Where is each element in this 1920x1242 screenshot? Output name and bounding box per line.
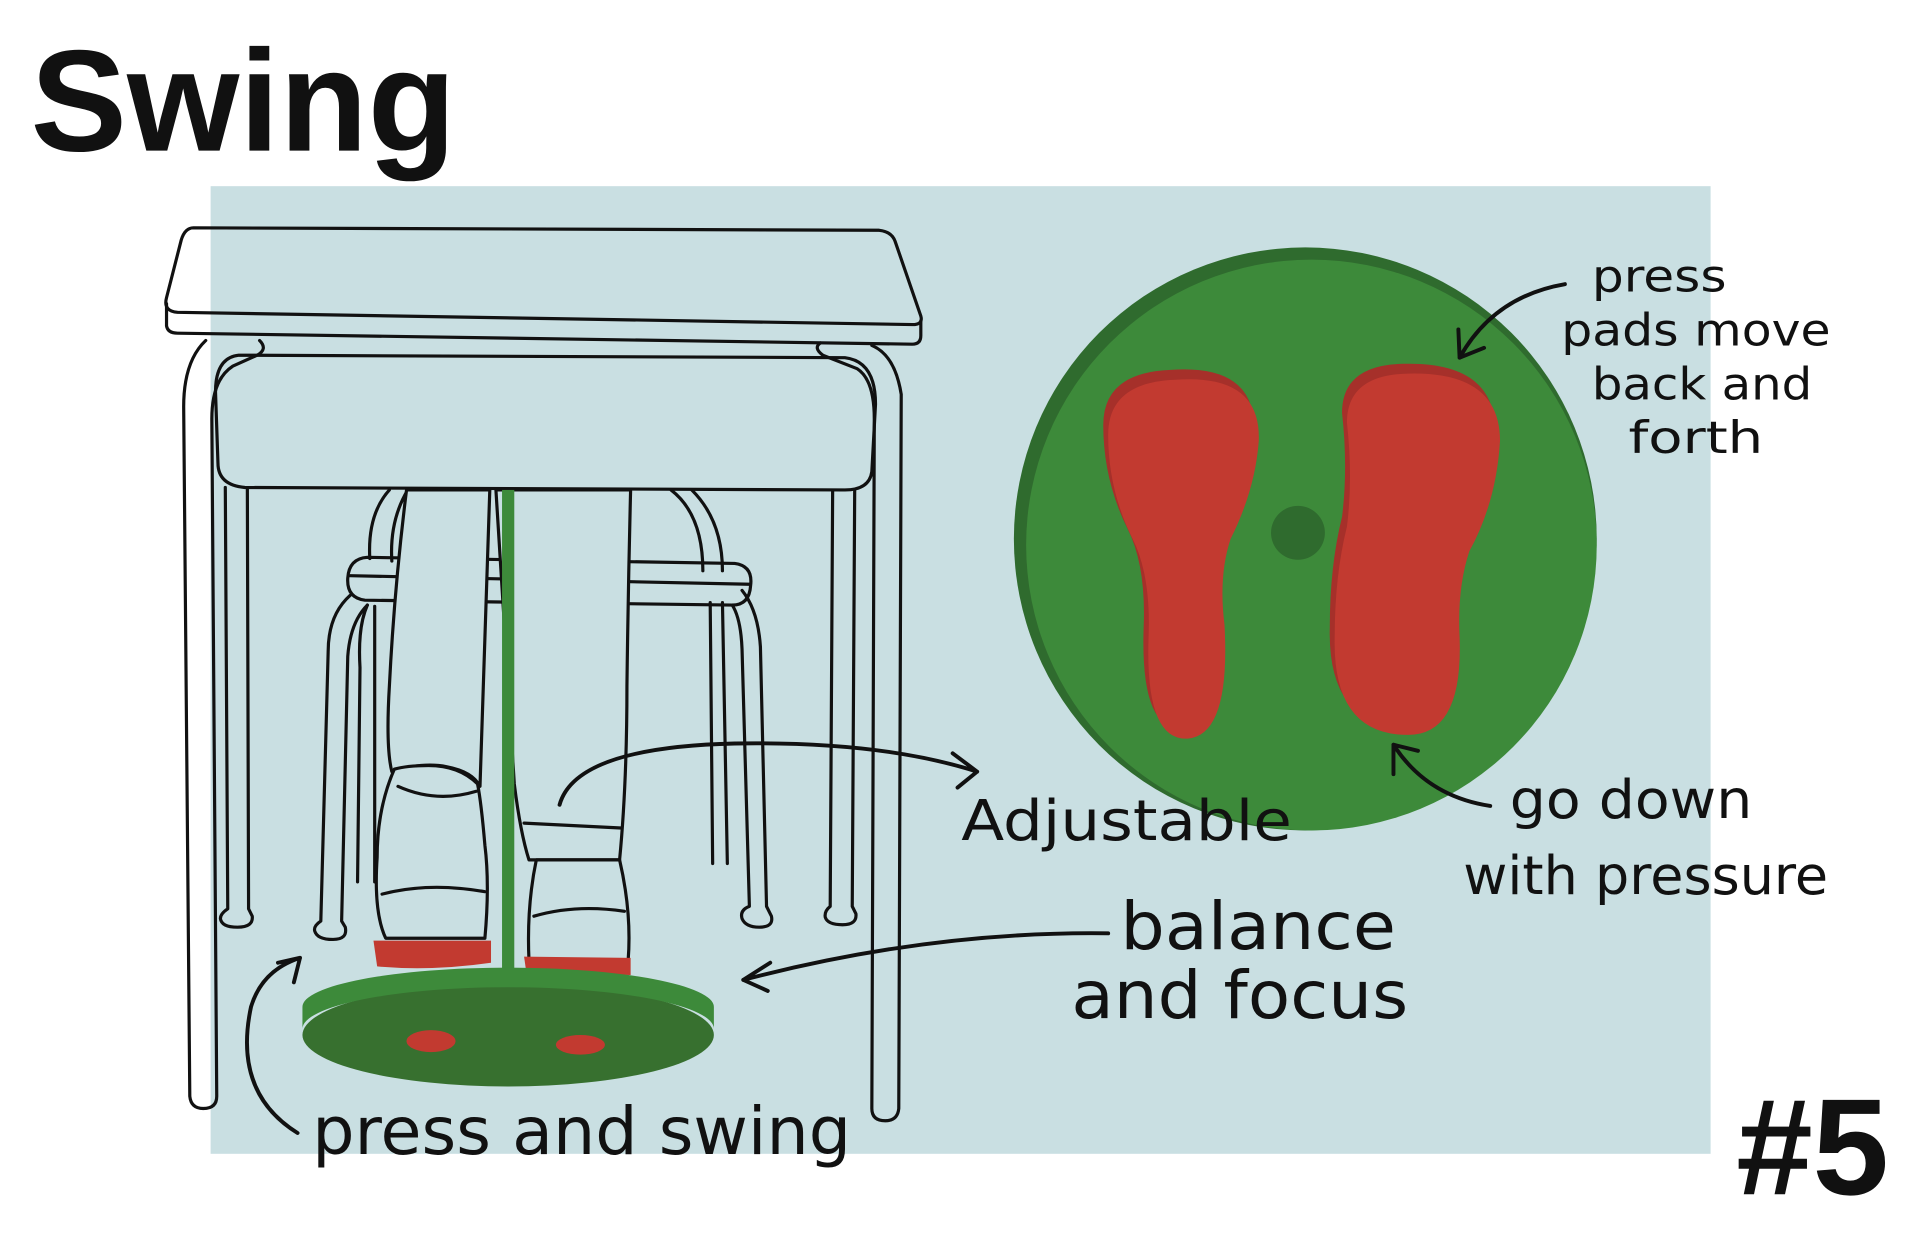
disc-center-pivot [1271,505,1325,560]
right-foot-detail [532,906,627,918]
annotation-line: forth [1629,413,1764,464]
balance-board-red-dot-right [555,1035,605,1055]
right-foot-pad [1334,373,1500,735]
chair-leg-left [312,593,369,942]
page-title: Swing [31,20,456,182]
chair-leg-left-inner [355,603,377,884]
left-shoe-pad [373,940,492,969]
annotation-line: go down [1510,768,1752,831]
right-pant-leg [494,488,633,862]
annotation-line: balance [1120,888,1396,965]
chair-back-post-right [669,488,725,573]
balance-board-body [302,983,714,1087]
annotation-line: pads move [1561,305,1830,356]
chair-leg-right [730,588,774,929]
desk-back-leg-left [218,485,254,929]
arrow-press-pads [1456,282,1567,360]
annotation-line: back and [1592,359,1812,410]
adjustable-rod [502,489,515,975]
right-pant-cuff [522,821,623,830]
left-sock-cuff [380,784,487,896]
annotation-line: press [1592,252,1727,303]
annotation-line: with pressure [1463,844,1828,907]
annotation-press-and-swing: press and swing [312,1093,851,1170]
arrow-adjustable [557,741,980,807]
annotation-balance: balance and focus [1071,888,1408,1034]
arrow-press-and-swing [245,955,302,1135]
left-pant-leg [386,488,492,788]
desk-sketch [164,226,923,1123]
annotation-adjustable: Adjustable [961,789,1292,854]
desk-front-leg-left [182,338,265,1111]
desk-drawer-box [213,353,878,492]
desk-top [164,226,923,327]
annotation-press-pads: press pads move back and forth [1561,252,1830,465]
left-foot [374,763,489,940]
desk-front-leg-right [815,341,903,1123]
balance-board-rim [302,967,714,1029]
balance-board [302,967,714,1087]
annotation-line: and focus [1071,957,1408,1034]
desk-top-edge [164,302,923,346]
disc-top-view [1013,247,1597,831]
arrow-balance [741,931,1111,993]
desk-back-leg-right [823,488,858,927]
balance-board-red-dot-left [406,1030,456,1053]
left-foot-pad [1108,379,1259,739]
student-legs [374,488,633,962]
arrow-go-down [1391,742,1493,808]
annotation-go-down: go down with pressure [1463,768,1828,907]
concept-number: #5 [1736,1071,1889,1224]
chair-leg-right-inner [708,601,729,866]
